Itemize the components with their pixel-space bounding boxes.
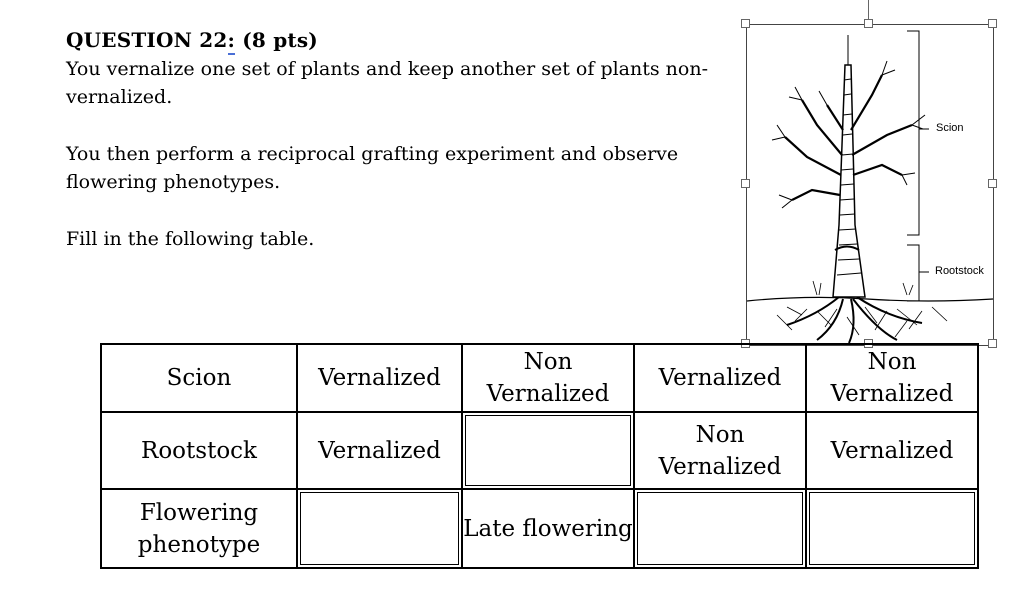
grafting-table: Scion Vernalized Non Vernalized Vernaliz… xyxy=(100,343,979,569)
resize-handle-top-left[interactable] xyxy=(741,19,750,28)
resize-handle-top-right[interactable] xyxy=(988,19,997,28)
answer-cell[interactable] xyxy=(461,411,635,490)
table-cell: Vernalized xyxy=(805,411,979,490)
table-cell: Vernalized xyxy=(296,343,463,413)
row-header-rootstock: Rootstock xyxy=(100,411,298,490)
rotate-handle-stem[interactable] xyxy=(868,0,869,19)
question-paragraph-1: You vernalize one set of plants and keep… xyxy=(66,58,709,108)
question-paragraph-2: You then perform a reciprocal grafting e… xyxy=(66,143,679,193)
tree-illustration xyxy=(747,30,993,344)
table-cell: Non Vernalized xyxy=(633,411,807,490)
row-header-scion: Scion xyxy=(100,343,298,413)
resize-handle-right[interactable] xyxy=(988,179,997,188)
table-cell: Vernalized xyxy=(633,343,807,413)
question-points: (8 pts) xyxy=(235,28,318,52)
table-row-scion: Scion Vernalized Non Vernalized Vernaliz… xyxy=(100,343,979,413)
title-separator: : xyxy=(227,28,236,55)
rootstock-label: Rootstock xyxy=(935,265,984,277)
answer-cell[interactable] xyxy=(805,488,979,569)
question-label: QUESTION 22 xyxy=(66,28,228,52)
grafted-tree-figure[interactable]: Scion Rootstock xyxy=(746,24,994,346)
table-row-flowering: Flowering phenotype Late flowering xyxy=(100,488,979,569)
scion-label: Scion xyxy=(936,122,964,134)
resize-handle-bottom-right[interactable] xyxy=(988,339,997,348)
question-title: QUESTION 22: (8 pts) xyxy=(66,28,318,55)
question-paragraph-3: Fill in the following table. xyxy=(66,228,315,250)
row-header-flowering: Flowering phenotype xyxy=(100,488,298,569)
table-cell: Non Vernalized xyxy=(805,343,979,413)
resize-handle-top[interactable] xyxy=(864,19,873,28)
answer-cell[interactable] xyxy=(296,488,463,569)
table-row-rootstock: Rootstock Vernalized Non Vernalized Vern… xyxy=(100,411,979,490)
answer-cell[interactable] xyxy=(633,488,807,569)
table-cell: Non Vernalized xyxy=(461,343,635,413)
table-cell: Vernalized xyxy=(296,411,463,490)
table-cell: Late flowering xyxy=(461,488,635,569)
resize-handle-left[interactable] xyxy=(741,179,750,188)
